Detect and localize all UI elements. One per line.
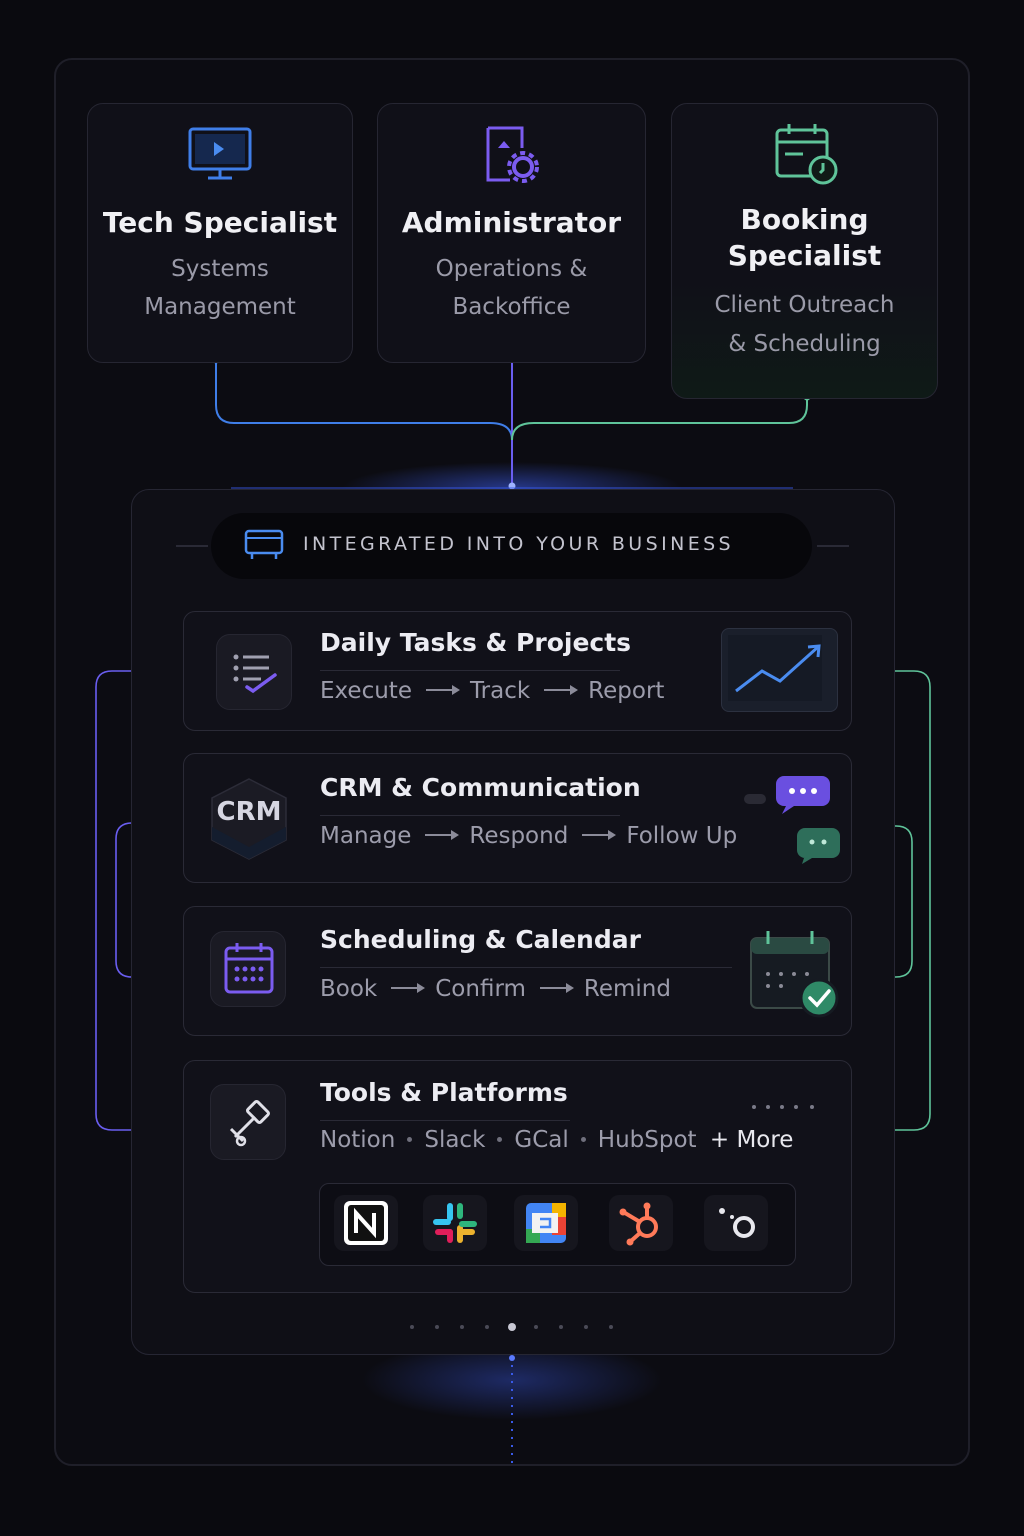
step-label: Execute [320,678,412,704]
pager-dot[interactable] [410,1325,414,1329]
pager-dot[interactable] [534,1325,538,1329]
role-subtitle: & Scheduling [728,331,881,357]
calendar-icon [210,931,286,1007]
step-label: Remind [583,976,671,1002]
pager-dot[interactable] [485,1325,489,1329]
separator-dot [407,1137,413,1142]
more-tools-label: + More [709,1127,794,1153]
more-tools-icon[interactable] [704,1195,768,1251]
section-header-pill [211,513,812,579]
step-label: Follow Up [626,823,738,849]
arrow-icon [539,983,574,993]
pager-dot[interactable] [460,1325,464,1329]
row-steps: Manage Respond Follow Up [320,823,737,849]
row-steps: Book Confirm Remind [320,976,671,1002]
role-title: Tech Specialist [102,206,338,239]
step-label: Book [320,976,378,1002]
tool-name: GCal [514,1127,569,1153]
row-divider [320,967,732,968]
arrow-icon [391,983,426,993]
step-label: Track [469,678,531,704]
pager-dot[interactable] [584,1325,588,1329]
step-label: Confirm [435,976,526,1002]
row-title: CRM & Communication [320,773,641,802]
trend-chart-icon [721,628,838,712]
row-title: Daily Tasks & Projects [320,628,632,657]
section-header-label: INTEGRATED INTO YOUR BUSINESS [303,533,735,555]
notion-icon[interactable] [334,1195,398,1251]
role-title: Administrator [401,206,622,239]
separator-dot [580,1137,586,1142]
step-label: Respond [469,823,569,849]
role-card-administrator[interactable]: Administrator Operations & Backoffice [377,103,646,363]
header-divider [176,545,208,547]
pager-dot[interactable] [559,1325,563,1329]
row-crm[interactable] [183,753,852,883]
pager-dot[interactable] [609,1325,613,1329]
separator-dot [497,1137,503,1142]
tool-name: Slack [424,1127,486,1153]
hubspot-icon[interactable] [609,1195,673,1251]
tools-icon [210,1084,286,1160]
row-title: Tools & Platforms [320,1078,568,1107]
role-subtitle: Backoffice [452,294,571,320]
window-icon [244,529,284,559]
arrow-icon [425,830,460,840]
role-subtitle: Systems [171,256,269,282]
arrow-icon [544,685,579,695]
step-label: Manage [320,823,412,849]
more-dots-icon [751,1095,821,1114]
arrow-icon [582,830,617,840]
crm-badge-label: CRM [216,797,282,827]
row-scheduling[interactable] [183,906,852,1036]
pager-dot[interactable] [435,1325,439,1329]
role-card-tech-specialist[interactable]: Tech Specialist Systems Management [87,103,353,363]
tool-name: Notion [320,1127,396,1153]
slack-icon[interactable] [423,1195,487,1251]
row-title: Scheduling & Calendar [320,925,641,954]
tool-list: Notion Slack GCal HubSpot + More [320,1127,793,1153]
task-list-icon [216,634,292,710]
role-subtitle: Management [144,294,296,320]
calendar-check-icon [750,931,839,1018]
crm-badge-icon [211,778,287,860]
role-subtitle: Client Outreach [714,292,895,318]
header-divider [817,545,849,547]
row-steps: Execute Track Report [320,678,664,704]
calendar-clock-icon [775,124,837,185]
role-title: Booking [740,203,869,236]
role-subtitle: Operations & [435,256,588,282]
row-divider [320,670,620,671]
document-gear-icon [486,126,539,183]
gcal-icon[interactable] [514,1195,578,1251]
pager-dot-active[interactable] [508,1323,516,1331]
chat-bubbles-icon [744,776,840,864]
step-label: Report [588,678,665,704]
arrow-icon [425,685,460,695]
role-card-booking-specialist[interactable]: Booking Specialist Client Outreach & Sch… [671,103,938,399]
monitor-icon [188,127,252,180]
row-divider [320,1120,570,1121]
tool-name: HubSpot [597,1127,697,1153]
row-divider [320,815,620,816]
role-title: Specialist [727,239,882,272]
